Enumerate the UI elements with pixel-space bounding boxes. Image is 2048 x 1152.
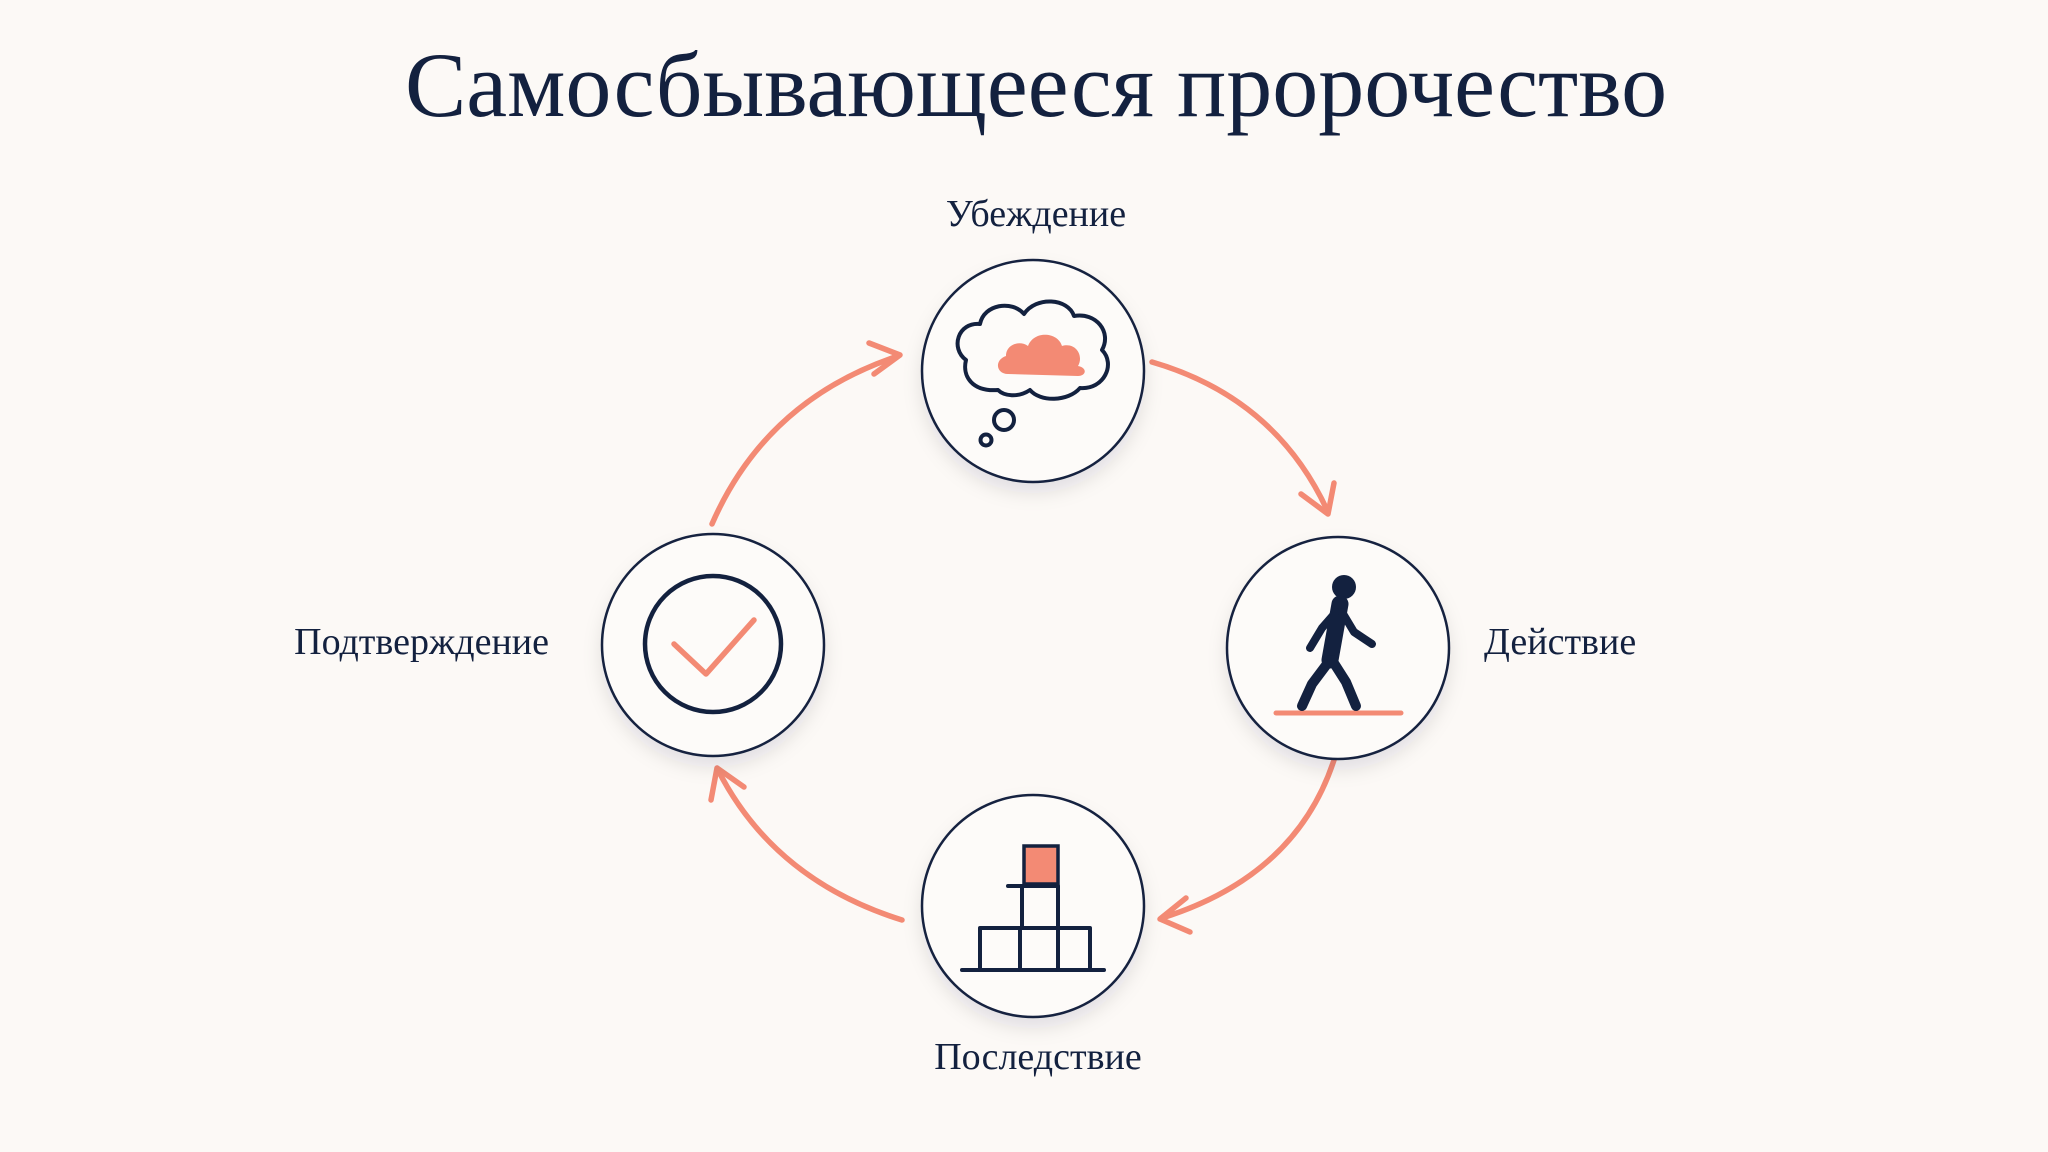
node-consequence-circle [920,793,1146,1019]
page-title: Самосбывающееся пророчество [405,34,1667,136]
walking-person-icon [1273,575,1404,716]
node-consequence-label: Последствие [934,1036,1142,1078]
node-action: Действие [1225,535,1636,761]
arrow-belief-to-action [1149,359,1337,517]
node-consequence: Последствие [920,793,1146,1078]
thought-cloud-icon [955,299,1110,448]
arrow-confirmation-to-belief [709,340,903,527]
checkmark-icon [642,573,784,715]
node-belief: Убеждение [920,193,1146,484]
cycle-arrows [708,340,1337,935]
arrow-consequence-to-confirmation [708,765,905,923]
stacked-blocks-icon [960,844,1106,972]
node-confirmation-circle [600,532,826,758]
node-belief-label: Убеждение [946,193,1126,235]
node-confirmation-label: Подтверждение [294,621,549,663]
node-action-label: Действие [1484,621,1636,663]
arrow-action-to-consequence [1157,757,1337,935]
node-confirmation: Подтверждение [294,532,826,758]
